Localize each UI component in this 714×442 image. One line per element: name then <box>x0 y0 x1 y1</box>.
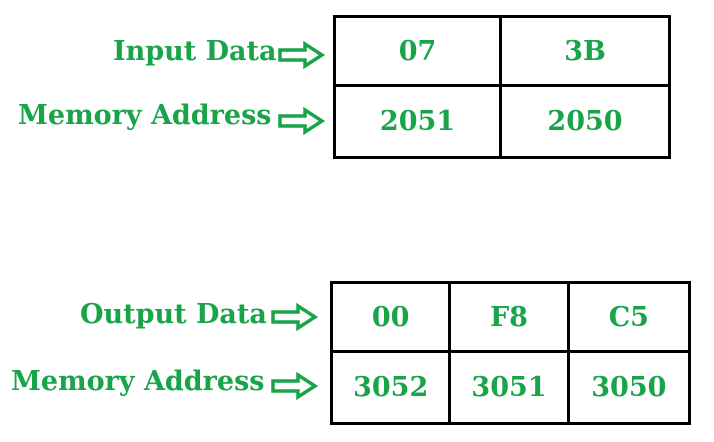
right-arrow-icon <box>277 41 325 69</box>
input-address-cell: 2051 <box>336 87 502 156</box>
output-address-cell: 3051 <box>451 353 570 422</box>
input-memory-table: 07 3B 2051 2050 <box>333 15 671 159</box>
right-arrow-icon <box>270 372 318 400</box>
output-address-cell: 3052 <box>333 353 452 422</box>
input-address-cell: 2050 <box>547 106 623 137</box>
output-address-cell: 3050 <box>591 372 667 403</box>
output-data-cell: F8 <box>451 284 570 353</box>
input-data-label: Input Data <box>113 36 277 67</box>
input-data-cell: 3B <box>502 18 668 87</box>
output-data-label: Output Data <box>80 299 267 330</box>
output-memory-address-label: Memory Address <box>11 366 265 397</box>
right-arrow-icon <box>277 107 325 135</box>
input-memory-address-label: Memory Address <box>18 100 272 131</box>
right-arrow-icon <box>270 303 318 331</box>
output-data-cell: 00 <box>333 284 452 353</box>
input-data-cell: 07 <box>336 18 502 87</box>
output-data-cell: C5 <box>569 284 688 353</box>
output-memory-table: 00 F8 C5 3052 3051 3050 <box>330 281 691 425</box>
